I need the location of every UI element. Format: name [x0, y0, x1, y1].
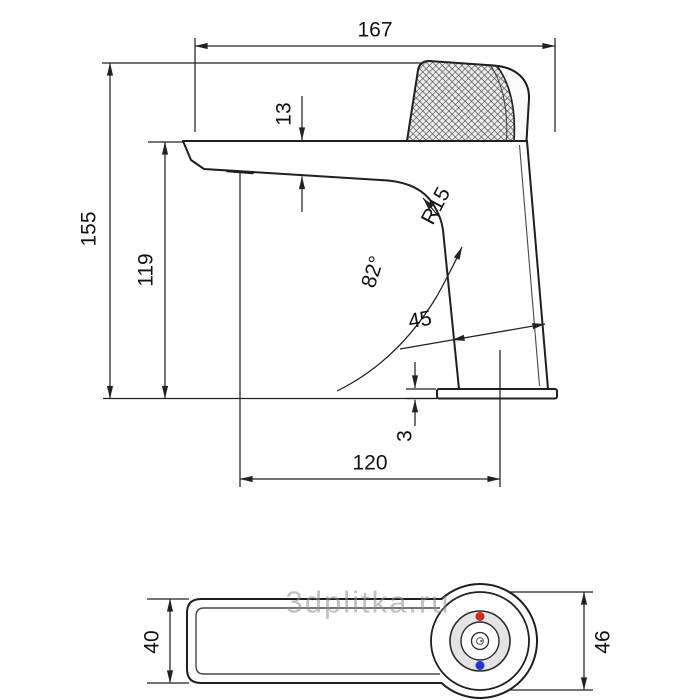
dim-spout-thickness: 13: [273, 96, 306, 212]
leader-line: [422, 197, 442, 220]
top-view-outline: [186, 583, 539, 699]
base-plate: [436, 388, 558, 400]
top-view-inner-contour: [195, 607, 440, 675]
knob-center-circle: [470, 631, 490, 651]
dim-spout-radius: R15: [417, 184, 455, 229]
dim-spout-reach: 120: [239, 173, 501, 487]
dim-base-thickness-label: 3: [394, 430, 417, 442]
handle-knob-circle: [430, 591, 530, 691]
top-view: [186, 583, 539, 699]
dim-body-width: 45: [399, 307, 546, 350]
dim-handle-diameter: 46: [510, 591, 615, 691]
dim-handle-diameter-label: 46: [592, 630, 615, 653]
dim-top-body-width-label: 40: [141, 630, 164, 653]
dim-overall-length-label: 167: [357, 19, 392, 42]
knob-logo-mark: [476, 637, 484, 645]
dim-top-body-width: 40: [141, 598, 189, 684]
dim-base-thickness: 3: [394, 362, 436, 442]
dim-spout-height-label: 119: [135, 253, 158, 286]
watermark-text: 3dplitka.ru: [285, 585, 450, 620]
dim-spout-thickness-label: 13: [273, 102, 296, 125]
aerator-line: [226, 170, 254, 175]
hot-indicator-dot: [475, 612, 485, 621]
dim-body-angle: 82°: [336, 246, 463, 392]
dim-spout-height: 119: [135, 141, 184, 399]
knob-logo-dot: [480, 639, 483, 643]
dim-spout-reach-label: 120: [352, 452, 387, 475]
cold-indicator-dot: [475, 661, 485, 670]
dimension-line: [451, 323, 546, 341]
dim-overall-height-label: 155: [78, 211, 101, 246]
angle-arc: [336, 246, 463, 392]
dimension-tail: [399, 339, 453, 350]
dim-body-width-label: 45: [407, 307, 434, 334]
dim-overall-height: 155: [78, 62, 424, 399]
body-right-edge: [526, 140, 549, 390]
spout-outline: [182, 140, 460, 390]
dim-spout-radius-label: R15: [417, 184, 455, 229]
handle-cap-inner-curve: [489, 64, 508, 142]
body-right-inner-edge: [518, 144, 541, 387]
dim-overall-length: 167: [194, 19, 556, 132]
front-view: [103, 60, 558, 400]
handle-outline: [406, 60, 531, 142]
dim-body-angle-label: 82°: [357, 253, 389, 290]
